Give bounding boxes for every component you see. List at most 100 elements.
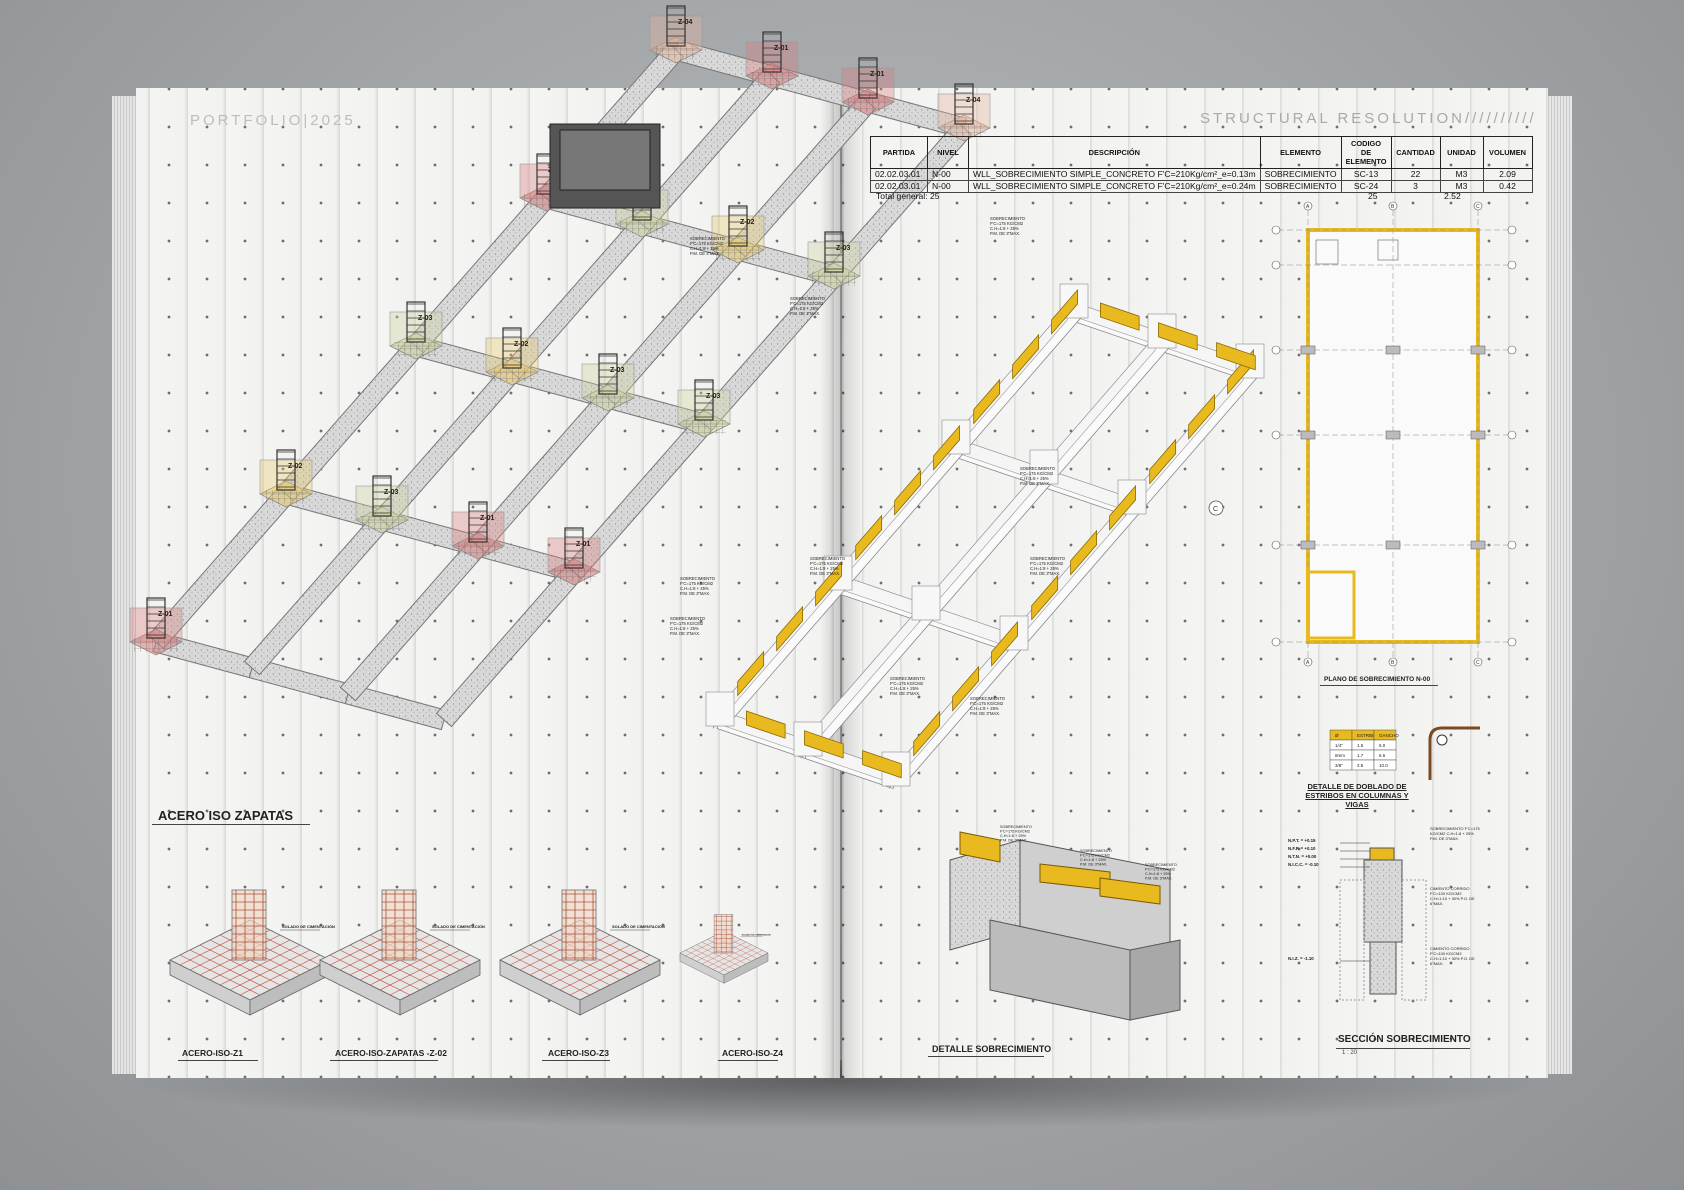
iso-annotation: P.M. DE 3"MAX. (1145, 877, 1172, 881)
table-row: 02.02.03.01 N-00 WLL_SOBRECIMIENTO SIMPL… (870, 180, 1533, 193)
cell: SOBRECIMIENTO (1259, 168, 1342, 181)
grid-bubble (1507, 430, 1517, 440)
plan-cistern (1377, 239, 1399, 261)
terrain-hatch (1401, 879, 1427, 1001)
table-total-volumen: 2.52 (1444, 191, 1461, 201)
zapata-tag: Z-04 (966, 97, 981, 104)
svg-text:F'C=175 KG/CM2: F'C=175 KG/CM2 (690, 241, 724, 246)
detail-note: SOLADO DE CIMENTACION (432, 924, 485, 929)
section-marker (1208, 500, 1224, 516)
grid-bubble (1507, 637, 1517, 647)
zapata-footing: Z-01 (841, 57, 895, 116)
grid-letter: A (1306, 204, 1310, 210)
zapata-tag: Z-01 (870, 71, 885, 78)
zapata-tag: Z-01 (158, 611, 173, 618)
svg-text:SOBRECIMIENTO: SOBRECIMIENTO (810, 556, 846, 561)
svg-text:SOBRECIMIENTO: SOBRECIMIENTO (970, 696, 1006, 701)
table-total-label: Total general: 25 (876, 191, 940, 201)
detail-note: SOLADO DE CIMENTACION (612, 924, 665, 929)
grid-bubble (1271, 637, 1281, 647)
svg-text:F'C=175 KG/CM2: F'C=175 KG/CM2 (1030, 561, 1064, 566)
plan-column (1470, 345, 1486, 355)
iso-annotation: F'C=175 KG/CM2 (1000, 830, 1030, 834)
detail-note: SOLADO DE CIMENTACION (742, 933, 771, 936)
zapata-detail: SOLADO DE CIMENTACION (319, 889, 485, 1016)
svg-text:P.M. DE 3"MAX.: P.M. DE 3"MAX. (790, 311, 820, 316)
left-main-title: ACERO ISO ZAPATAS (158, 808, 294, 823)
th-volumen: VOLUMEN (1482, 136, 1533, 169)
grid-letter: B (1391, 660, 1395, 666)
grid-letter: C (1476, 204, 1480, 210)
zapata-footing: Z-02 (711, 205, 765, 264)
foundation-iso-drawing: Z-04Z-01Z-01Z-04Z-01Z-03Z-02Z-03Z-03Z-02… (129, 5, 991, 731)
zapata-tag: Z-02 (740, 219, 755, 226)
terrain-hatch (1339, 879, 1365, 1001)
doblado-value: 1/4" (1335, 743, 1343, 748)
iso-annotation: P.M. DE 3"MAX. (1000, 839, 1027, 843)
zapata-tag: Z-03 (836, 245, 851, 252)
svg-text:F'C=175 KG/CM2: F'C=175 KG/CM2 (890, 681, 924, 686)
plan-column (1385, 540, 1401, 550)
zapata-footing: Z-01 (451, 501, 505, 560)
detail-note: SOLADO DE CIMENTACION (282, 924, 335, 929)
svg-text:P.M. DE 3"MAX.: P.M. DE 3"MAX. (1030, 571, 1060, 576)
zapata-footing: Z-03 (677, 379, 731, 438)
zapata-footing: Z-01 (547, 527, 601, 586)
th-descripcion: DESCRIPCIÓN (968, 136, 1261, 169)
table-header-row: PARTIDA NIVEL DESCRIPCIÓN ELEMENTO CODIG… (870, 136, 1533, 169)
section-note: C.H=1:10 + 30% P.G. DE (1430, 956, 1475, 961)
doblado-value: 1.7 (1357, 753, 1364, 758)
grid-bubble (1473, 201, 1483, 211)
doblado-value: 6.6 (1379, 753, 1386, 758)
svg-text:SOBRECIMIENTO: SOBRECIMIENTO (670, 616, 706, 621)
iso-annotation: SOBRECIMIENTO (1080, 849, 1112, 853)
cimiento-block (1129, 939, 1181, 1021)
sobrecimiento-section (1369, 847, 1395, 861)
svg-text:SOBRECIMIENTO: SOBRECIMIENTO (1020, 466, 1056, 471)
iso-annotation: C.H=1:8 + 25% (1145, 872, 1172, 876)
svg-text:C.H=1:8 + 25%: C.H=1:8 + 25% (890, 686, 919, 691)
grid-bubble (1507, 540, 1517, 550)
grid-bubble (1303, 657, 1313, 667)
th-partida: PARTIDA (870, 136, 928, 169)
zapata-detail-drawings: SOLADO DE CIMENTACION SOLADO DE CIMENTACI… (169, 889, 771, 1016)
table-row: 02.02.03.01 N-00 WLL_SOBRECIMIENTO SIMPL… (870, 168, 1533, 181)
yellow-sobrecimiento (1031, 484, 1136, 621)
grid-bubble (1507, 345, 1517, 355)
svg-text:SOBRECIMIENTO: SOBRECIMIENTO (890, 676, 926, 681)
zapata-footing: Z-01 (129, 597, 183, 656)
grid-letter: A (1306, 660, 1310, 666)
caption-underline (178, 1060, 258, 1061)
zapata-footing: Z-03 (581, 353, 635, 412)
level-tag: N.T.N. = +0.00 (1288, 854, 1317, 859)
grid-bubble (1388, 657, 1398, 667)
quantity-table: PARTIDA NIVEL DESCRIPCIÓN ELEMENTO CODIG… (870, 136, 1533, 193)
section-note: F'C=100 KG/CM2 (1430, 891, 1462, 896)
cell: 02.02.03.01 (870, 180, 928, 193)
svg-text:P.M. DE 3"MAX.: P.M. DE 3"MAX. (810, 571, 840, 576)
level-tag: N.I.Z. = -1.10 (1288, 956, 1314, 961)
grid-bubble (1507, 260, 1517, 270)
section-note: C.H=1:10 + 30% P.G. DE (1430, 896, 1475, 901)
cell: 02.02.03.01 (870, 168, 928, 181)
doblado-title: DETALLE DE DOBLADO DE ESTRIBOS EN COLUMN… (1305, 782, 1409, 809)
plan-column (1385, 430, 1401, 440)
section-note: 6"MAX. (1430, 901, 1443, 906)
section-header: STRUCTURAL RESOLUTION////////// (1200, 110, 1537, 127)
cell: M3 (1439, 168, 1484, 181)
foundation-beam (435, 564, 583, 728)
caption-underline (1336, 1048, 1470, 1049)
zapata-detail: SOLADO DE CIMENTACION (679, 914, 771, 984)
zapata-footing: Z-01 (745, 31, 799, 90)
detail-caption-z1: ACERO-ISO-Z1 (182, 1048, 243, 1058)
yellow-sobrecimiento (959, 831, 1001, 863)
zapata-tag: Z-01 (480, 515, 495, 522)
grid-bubble (1507, 225, 1517, 235)
